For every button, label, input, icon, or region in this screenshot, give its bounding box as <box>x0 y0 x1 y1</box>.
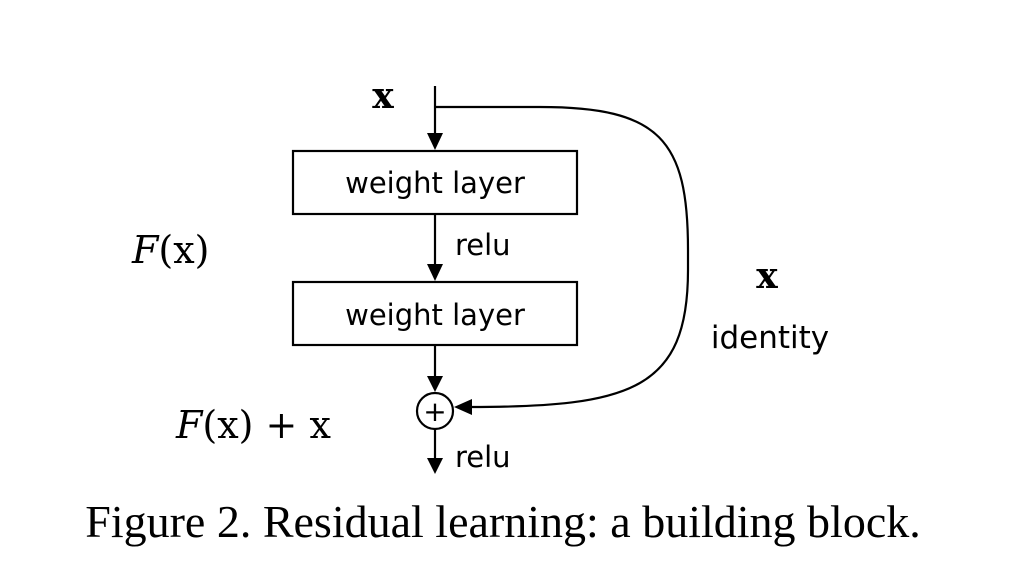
weight-layer-2-label: weight layer <box>345 298 525 332</box>
input-arrowhead <box>427 133 443 150</box>
output-arrowhead <box>427 458 443 474</box>
input-label: x <box>372 75 394 117</box>
residual-function-arg: (x) <box>158 228 209 272</box>
figure-caption: Figure 2. Residual learning: a building … <box>85 496 921 547</box>
weight-layer-1: weight layer <box>291 149 579 216</box>
sum-output-script: F <box>175 403 204 447</box>
sum-arrowhead <box>427 376 443 392</box>
residual-function-label: F(x) <box>131 228 209 272</box>
relu-2-label: relu <box>455 440 511 474</box>
sum-symbol: + <box>423 395 446 428</box>
sum-node: + <box>415 391 455 431</box>
sum-output-label: F(x) + x <box>175 403 331 447</box>
shortcut-label: x <box>756 255 778 297</box>
sum-output-arg: (x) + x <box>202 403 331 447</box>
shortcut-sublabel: identity <box>711 320 829 356</box>
weight-layer-2: weight layer <box>291 280 579 347</box>
identity-shortcut-path <box>435 105 690 409</box>
residual-function-script: F <box>131 228 160 272</box>
weight-layer-1-label: weight layer <box>345 166 525 200</box>
relu-1-label: relu <box>455 228 511 262</box>
relu-1-arrowhead <box>427 264 443 281</box>
identity-shortcut-arrowhead <box>454 399 472 415</box>
